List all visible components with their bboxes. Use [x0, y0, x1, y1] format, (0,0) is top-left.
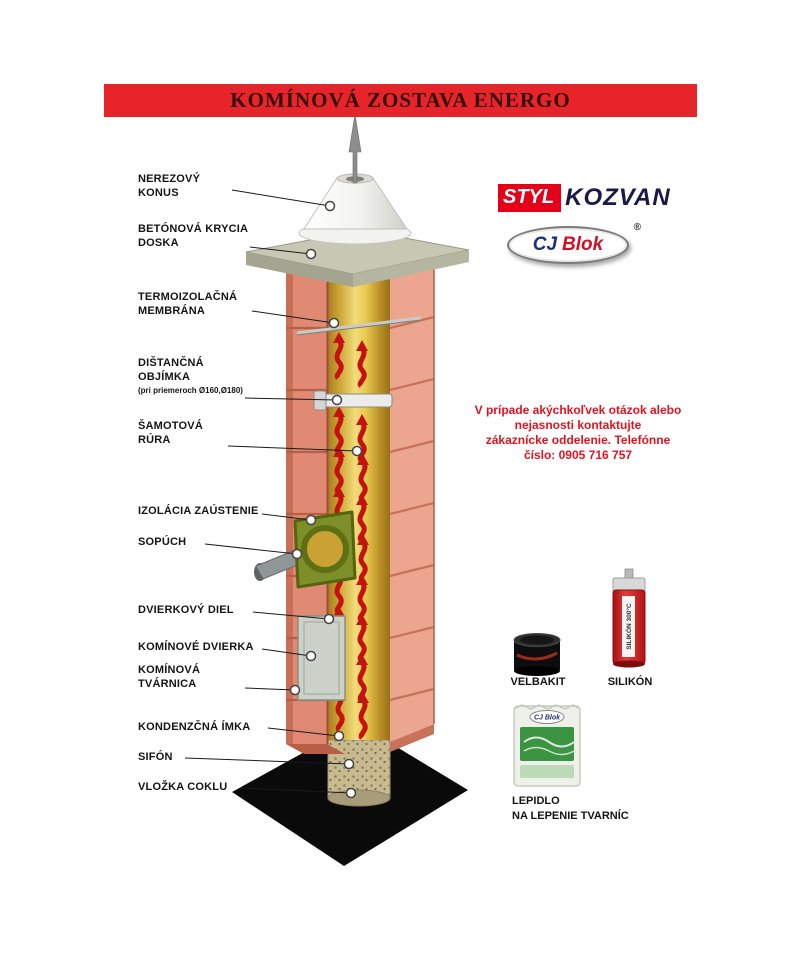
leader-lines: [184, 189, 358, 794]
part-label-sopuch: SOPÚCH: [138, 536, 187, 548]
silicone-cartridge-graphic: SILIKÓN 300°C: [612, 568, 646, 668]
distance-clamp: [313, 390, 393, 411]
lepidlo-label: LEPIDLO NA LEPENIE TVARNÍC: [512, 795, 629, 822]
contact-note: V prípade akýchkoľvek otázok alebo nejas…: [452, 403, 704, 463]
chimney-door: [297, 615, 346, 701]
page-title: KOMÍNOVÁ ZOSTAVA ENERGO: [230, 88, 571, 112]
cj-blok-logo: CJ Blok ®: [507, 222, 641, 264]
part-label-kominova-tvarnica: KOMÍNOVÁ TVÁRNICA: [138, 664, 201, 690]
part-label-kominove-dvierka: KOMÍNOVÉ DVIERKA: [138, 641, 254, 653]
registered-mark: ®: [633, 222, 641, 233]
chimney-illustration: [232, 113, 470, 866]
styl-logo-box: STYL: [498, 184, 562, 212]
membrane-ring: [296, 316, 422, 336]
adhesive-bag-graphic: CJ Blok: [513, 704, 581, 787]
styl-kozvan-logo: STYL KOZVAN: [498, 184, 671, 212]
cj-logo-text: CJ: [532, 234, 558, 255]
cone-spike: [348, 113, 362, 184]
part-label-nerezovy-konus: NEREZOVÝ KONUS: [138, 173, 201, 199]
part-label-distancna-objimka: DIŠTANČNÁ OBJÍMKA (pri priemeroch Ø160,Ø…: [138, 356, 243, 398]
part-label-sifon: SIFÓN: [138, 751, 173, 763]
part-label-samotova-rura: ŠAMOTOVÁ RÚRA: [138, 420, 203, 446]
leader-dots: [289, 200, 363, 799]
velbakit-label: VELBAKIT: [510, 676, 566, 688]
part-label-termoizolacna-membrana: TERMOIZOLAČNÁ MEMBRÁNA: [138, 291, 238, 317]
blok-logo-text: Blok: [562, 234, 604, 255]
title-banner: KOMÍNOVÁ ZOSTAVA ENERGO: [104, 84, 697, 117]
stainless-cone: [298, 113, 412, 245]
silicone-tube-text: SILIKÓN 300°C: [624, 603, 633, 650]
sopuch-connector: [254, 510, 357, 589]
part-label-dvierkovy-diel: DVIERKOVÝ DIEL: [138, 604, 234, 616]
part-label-izolacia-zaustenie: IZOLÁCIA ZAÚSTENIE: [138, 505, 259, 517]
part-label-betonova-krycia-doska: BETÓNOVÁ KRYCIA DOSKA: [138, 223, 249, 249]
bag-brand-text: CJ Blok: [534, 715, 561, 722]
chimney-block-right-face: [389, 255, 435, 752]
kozvan-logo-text: KOZVAN: [565, 184, 671, 211]
silikon-label: SILIKÓN: [607, 676, 653, 688]
part-label-note: (pri priemeroch Ø160,Ø180): [138, 386, 243, 395]
part-label-kondenzcna-imka: KONDENZČNÁ ÍMKA: [138, 721, 251, 733]
contact-phone: číslo: 0905 716 757: [523, 448, 633, 462]
concrete-cover-slab: [245, 229, 470, 287]
velbakit-tub-graphic: [513, 633, 561, 676]
part-label-vlozka-coklu: VLOŽKA COKLU: [138, 781, 228, 793]
